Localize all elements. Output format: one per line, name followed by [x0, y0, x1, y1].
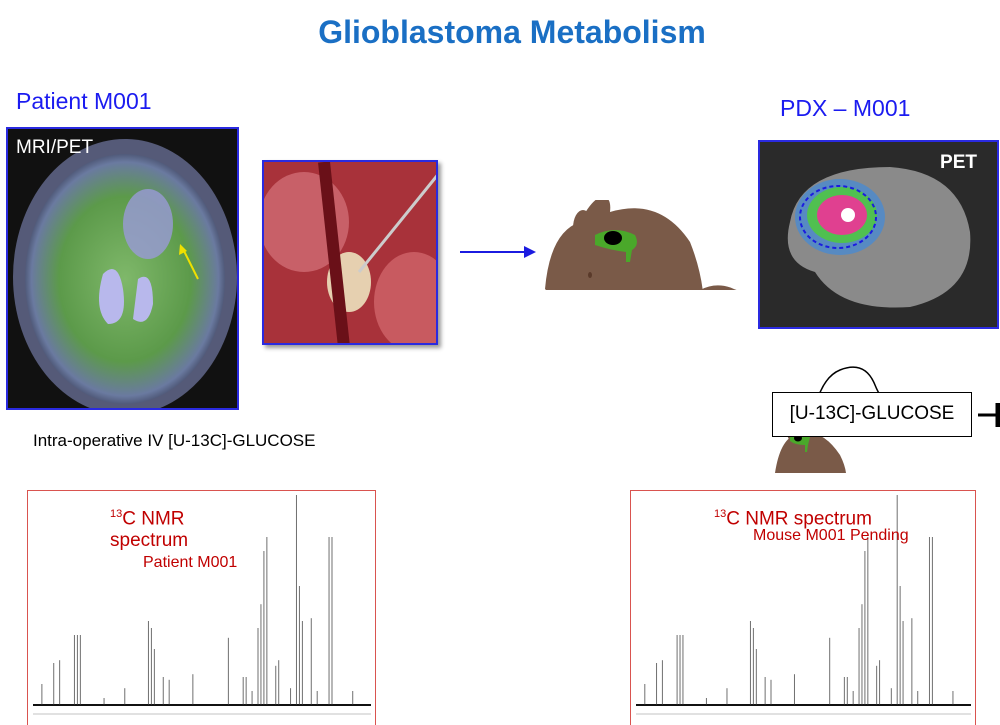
- pet-label: PET: [940, 152, 977, 173]
- pdx-label: PDX – M001: [780, 95, 911, 121]
- brain-scan-graphic: [13, 139, 237, 408]
- glucose-box: [U-13C]-GLUCOSE: [772, 392, 972, 437]
- surgical-photo: [262, 160, 438, 345]
- mouse-icon: [545, 200, 737, 290]
- spectrum-title-line1: C NMR: [122, 508, 185, 530]
- pet-image: PET: [758, 140, 999, 329]
- infusion-text: Intra-operative IV [U-13C]-GLUCOSE: [33, 431, 316, 450]
- spectrum-title-line2: spectrum: [110, 530, 189, 552]
- isotope-superscript: 13: [714, 508, 727, 520]
- spectrum-title-line1: C NMR spectrum: [726, 508, 872, 530]
- isotope-superscript: 13: [110, 508, 123, 520]
- nmr-spectrum-mouse: 13C NMR spectrum Mouse M001 Pending: [630, 490, 976, 725]
- pet-scan-graphic: [787, 167, 971, 308]
- spectrum-subtitle: Patient M001: [143, 554, 238, 571]
- slide-title: Glioblastoma Metabolism: [318, 14, 706, 50]
- spectrum-subtitle: Mouse M001 Pending: [753, 527, 909, 544]
- arrow-right-icon: [460, 246, 536, 258]
- patient-label: Patient M001: [16, 88, 152, 114]
- mri-pet-image: MRI/PET: [6, 127, 239, 410]
- spectrum-plot: [33, 495, 371, 715]
- spectrum-title: 13C NMR spectrum: [714, 503, 872, 530]
- surgery-graphic: [264, 162, 436, 343]
- mri-pet-label: MRI/PET: [16, 137, 94, 158]
- spectrum-plot: [636, 495, 971, 715]
